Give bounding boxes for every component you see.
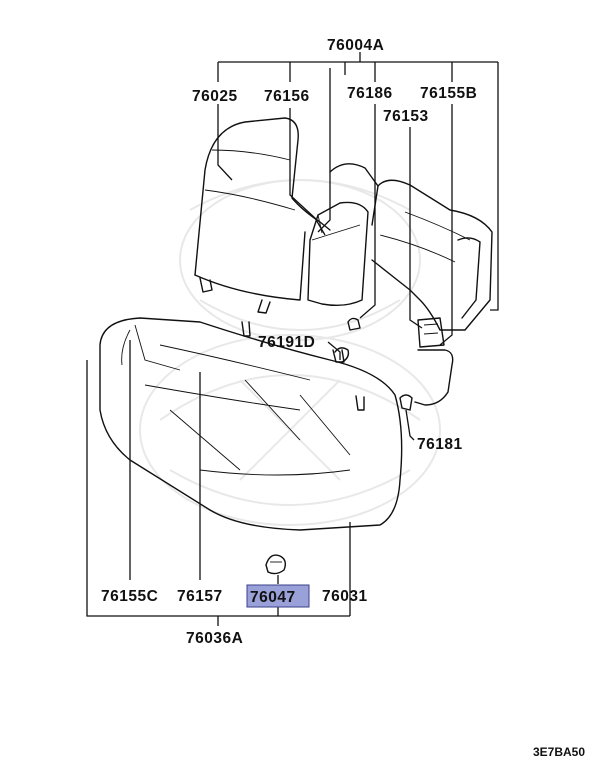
label-76155C[interactable]: 76155C bbox=[101, 588, 158, 605]
label-76047[interactable]: 76047 bbox=[250, 589, 296, 606]
label-76156[interactable]: 76156 bbox=[264, 88, 310, 105]
watermark-emblem bbox=[139, 179, 441, 526]
label-76004A[interactable]: 76004A bbox=[327, 37, 384, 54]
label-76155B[interactable]: 76155B bbox=[420, 85, 477, 102]
clip-76047-illustration bbox=[265, 554, 287, 575]
label-76157[interactable]: 76157 bbox=[177, 588, 223, 605]
label-76181[interactable]: 76181 bbox=[417, 436, 463, 453]
seat-back-illustration bbox=[194, 117, 493, 406]
label-76031[interactable]: 76031 bbox=[322, 588, 368, 605]
label-76036A[interactable]: 76036A bbox=[186, 630, 243, 647]
leader-lines bbox=[86, 52, 499, 626]
highlight-76047 bbox=[246, 584, 310, 608]
label-76191D[interactable]: 76191D bbox=[258, 334, 315, 351]
label-76025[interactable]: 76025 bbox=[192, 88, 238, 105]
seat-cushion-illustration bbox=[99, 317, 413, 531]
label-76153[interactable]: 76153 bbox=[383, 108, 429, 125]
diagram-code: 3E7BA50 bbox=[533, 745, 585, 759]
label-76186[interactable]: 76186 bbox=[347, 85, 393, 102]
